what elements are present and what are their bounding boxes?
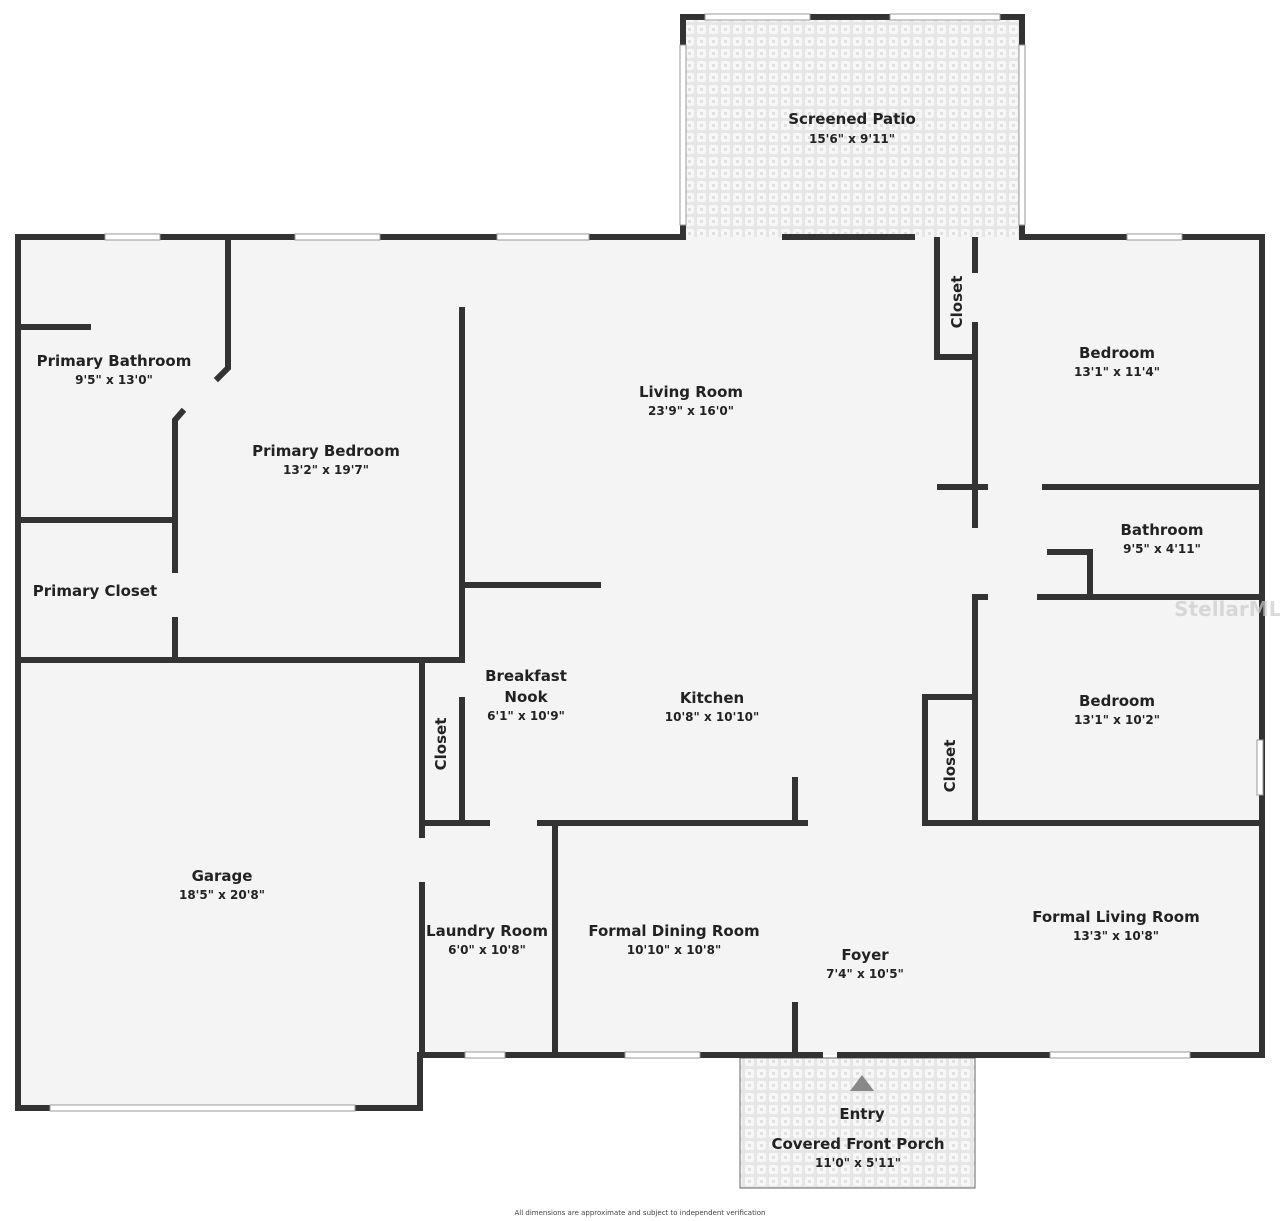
room-name: Screened Patio bbox=[788, 110, 916, 128]
room-dimensions: 7'4" x 10'5" bbox=[826, 967, 904, 981]
room-dimensions: 10'8" x 10'10" bbox=[665, 710, 759, 724]
room-name: Primary Closet bbox=[33, 582, 157, 600]
room-dimensions: 11'0" x 5'11" bbox=[815, 1156, 901, 1170]
room-dimensions: 13'1" x 11'4" bbox=[1074, 365, 1160, 379]
room-name: Bathroom bbox=[1120, 521, 1203, 539]
room-dimensions: 9'5" x 4'11" bbox=[1123, 542, 1201, 556]
room-dimensions: 18'5" x 20'8" bbox=[179, 888, 265, 902]
room-name: Garage bbox=[192, 867, 253, 885]
room-name: Bedroom bbox=[1079, 692, 1155, 710]
room-name: Covered Front Porch bbox=[771, 1135, 944, 1153]
interior-walls bbox=[15, 237, 1263, 1058]
room-dimensions: 13'3" x 10'8" bbox=[1073, 929, 1159, 943]
room-name: Formal Dining Room bbox=[588, 922, 759, 940]
room-dimensions: 10'10" x 10'8" bbox=[627, 943, 721, 957]
garage-floor-ext bbox=[18, 1055, 420, 1108]
watermark: StellarMLS bbox=[1174, 597, 1280, 621]
room-name: Living Room bbox=[639, 383, 743, 401]
patio-floor bbox=[683, 17, 1022, 237]
room-name: Primary Bathroom bbox=[37, 352, 192, 370]
room-name: Entry bbox=[839, 1105, 884, 1123]
room-name: Closet bbox=[432, 718, 450, 771]
room-name: Closet bbox=[948, 276, 966, 329]
room-name: Laundry Room bbox=[426, 922, 548, 940]
room-dimensions: 9'5" x 13'0" bbox=[75, 373, 153, 387]
room-name: Closet bbox=[941, 740, 959, 793]
room-name: Foyer bbox=[841, 946, 889, 964]
room-dimensions: 6'1" x 10'9" bbox=[487, 709, 565, 723]
room-name: Breakfast bbox=[485, 667, 567, 685]
room-dimensions: 13'2" x 19'7" bbox=[283, 463, 369, 477]
room-name: Nook bbox=[504, 688, 548, 706]
room-dimensions: 15'6" x 9'11" bbox=[809, 132, 895, 146]
entry-arrow-icon bbox=[850, 1075, 874, 1091]
room-name: Kitchen bbox=[680, 689, 744, 707]
room-name: Primary Bedroom bbox=[252, 442, 400, 460]
porch-floor bbox=[739, 1057, 976, 1189]
room-dimensions: 6'0" x 10'8" bbox=[448, 943, 526, 957]
disclaimer: All dimensions are approximate and subje… bbox=[515, 1209, 766, 1217]
room-name: Formal Living Room bbox=[1032, 908, 1200, 926]
room-dimensions: 13'1" x 10'2" bbox=[1074, 713, 1160, 727]
room-dimensions: 23'9" x 16'0" bbox=[648, 404, 734, 418]
windows bbox=[49, 13, 1264, 1112]
room-name: Bedroom bbox=[1079, 344, 1155, 362]
